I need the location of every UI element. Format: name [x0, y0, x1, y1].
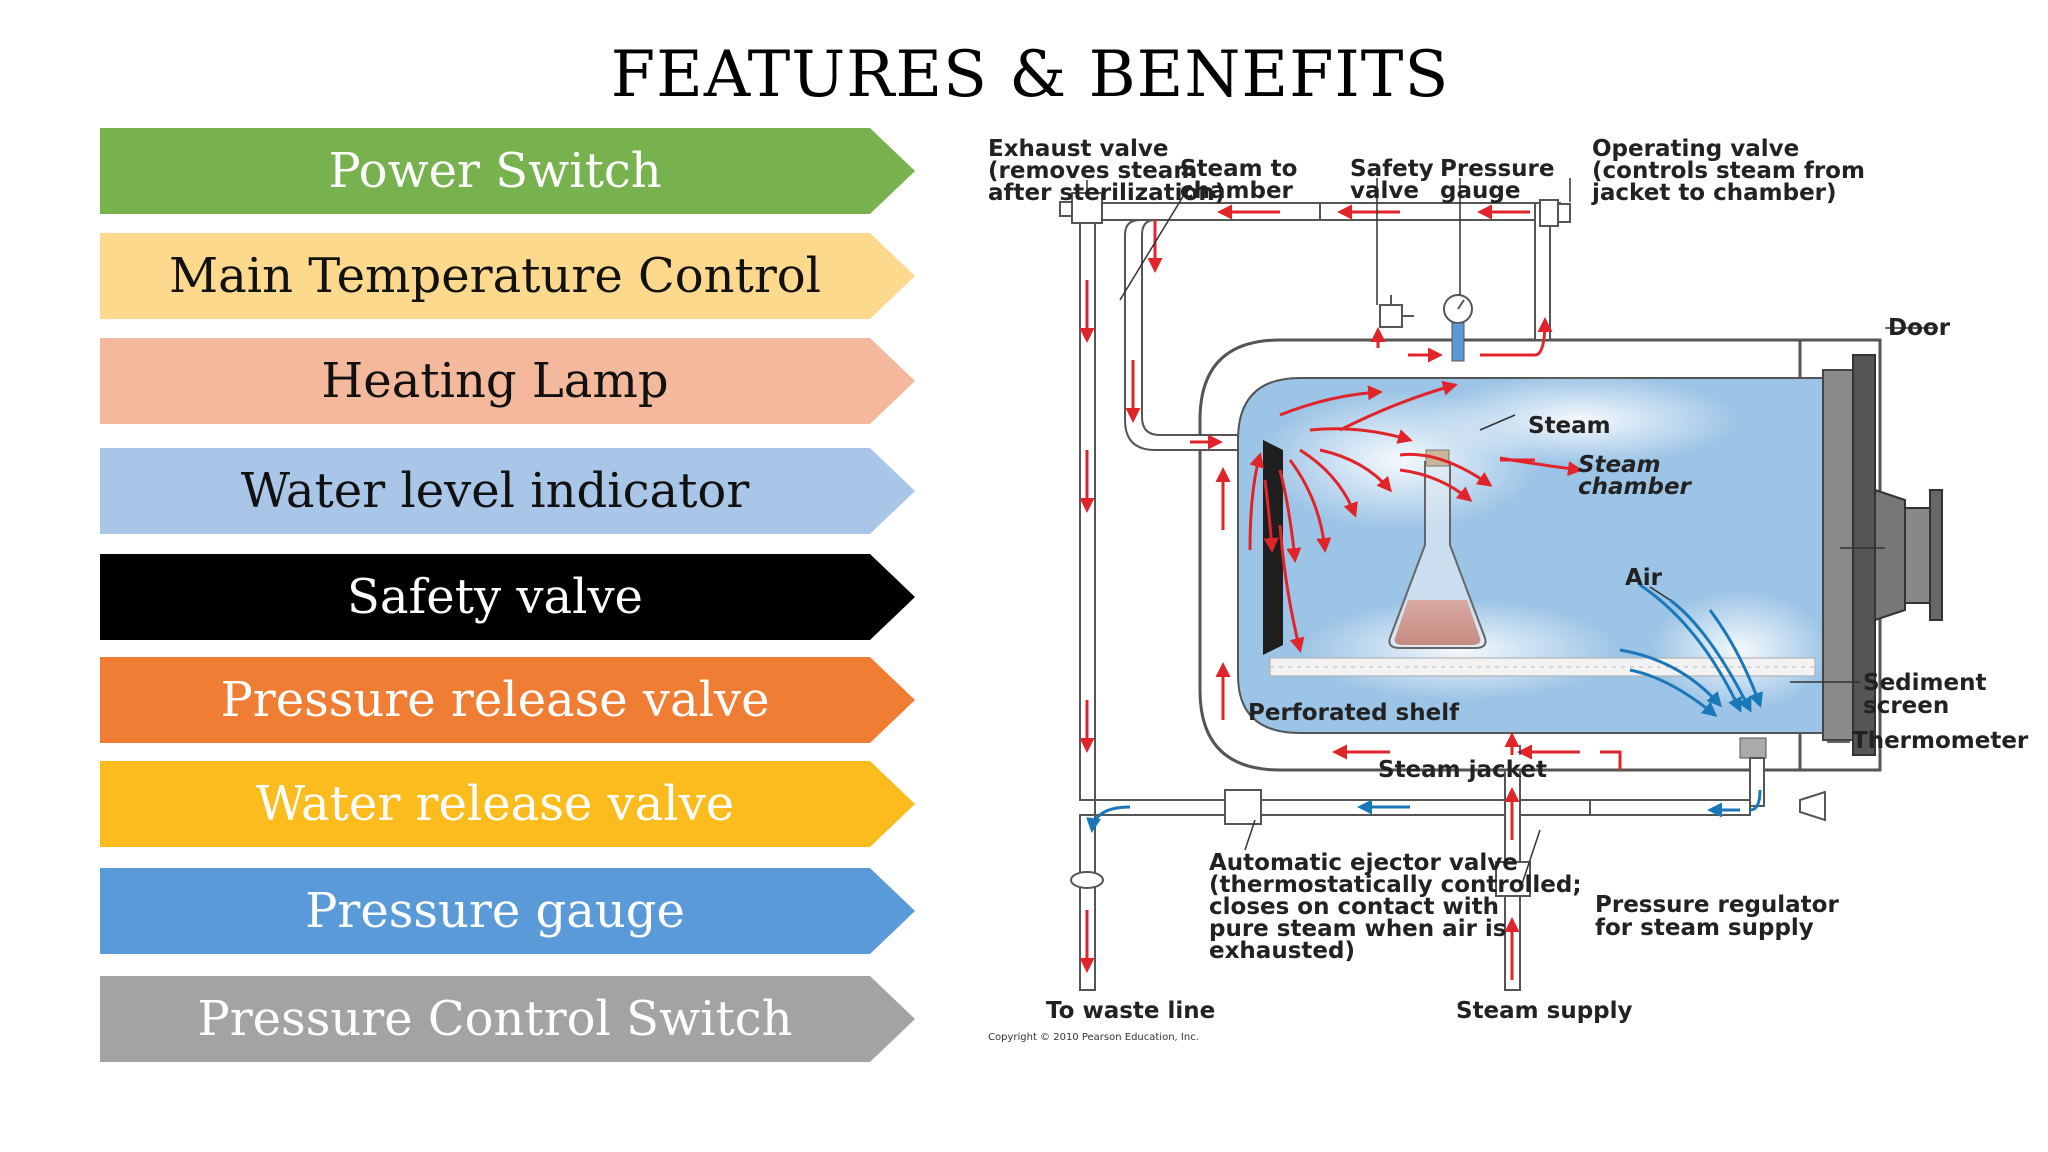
label-steam-jacket: Steam jacket — [1378, 757, 1547, 783]
label-steam: Steam — [1528, 413, 1611, 439]
label-air: Air — [1625, 565, 1663, 591]
waste-trap — [1070, 871, 1104, 889]
feature-arrow-shape — [100, 761, 915, 847]
operating-valve-handle — [1557, 203, 1571, 223]
door-wheel — [1929, 489, 1943, 621]
label-exhaust-valve-2: (removes steam — [988, 158, 1197, 184]
label-ejector-valve-4: pure steam when air is — [1209, 916, 1507, 942]
door — [1822, 369, 1854, 741]
label-pressure-gauge-1: Pressure — [1440, 156, 1555, 182]
thermometer-bulb — [1799, 790, 1826, 822]
feature-arrow-fill — [100, 128, 915, 214]
label-door: Door — [1888, 315, 1951, 341]
label-copyright: Copyright © 2010 Pearson Education, Inc. — [988, 1032, 1199, 1043]
feature-arrow-fill — [100, 554, 915, 640]
feature-label: Heating Lamp — [321, 353, 669, 409]
air-arrows — [1086, 583, 1763, 833]
label-ejector-valve-5: exhausted) — [1209, 938, 1355, 964]
label-pressure-regulator-1: Pressure regulator — [1595, 892, 1839, 918]
label-thermometer: Thermometer — [1852, 728, 2029, 754]
feature-arrow-shape — [100, 448, 915, 534]
flask-liquid — [1394, 600, 1481, 645]
label-steam-chamber-2: chamber — [1578, 474, 1693, 500]
steam-to-chamber-pipe — [1124, 219, 1239, 451]
label-ejector-valve-3: closes on contact with — [1209, 894, 1499, 920]
feature-safety-valve: Safety valve — [100, 554, 915, 640]
label-perforated-shelf: Perforated shelf — [1248, 700, 1460, 726]
feature-label: Pressure release valve — [220, 672, 770, 728]
feature-pressure-gauge: Pressure gauge — [100, 868, 915, 954]
ejector-valve-icon — [1224, 789, 1262, 825]
label-ejector-valve-2: (thermostatically controlled; — [1209, 872, 1582, 898]
feature-label: Power Switch — [328, 143, 662, 199]
feature-arrow-fill — [100, 761, 915, 847]
feature-arrow-shape — [100, 338, 915, 424]
autoclave-diagram-svg: Exhaust valve (removes steam after steri… — [988, 136, 2029, 1043]
label-steam-supply: Steam supply — [1456, 998, 1633, 1024]
feature-arrow-shape — [100, 868, 915, 954]
label-steam-to-chamber-1: Steam to — [1180, 156, 1297, 182]
feature-arrow-shape — [100, 128, 915, 214]
steam-cloud — [1420, 375, 1740, 465]
feature-label: Main Temperature Control — [168, 248, 822, 304]
feature-pressure-control-switch: Pressure Control Switch — [100, 976, 915, 1062]
label-exhaust-valve-3: after sterilization) — [988, 180, 1225, 206]
label-pressure-gauge-2: gauge — [1440, 178, 1520, 204]
label-pressure-regulator-2: for steam supply — [1595, 915, 1814, 941]
drain-pipe — [1079, 814, 1096, 991]
label-operating-valve-3: jacket to chamber) — [1591, 180, 1837, 206]
label-steam-to-chamber-2: chamber — [1180, 178, 1294, 204]
feature-arrow-shape — [100, 233, 915, 319]
safety-valve-icon — [1379, 304, 1403, 328]
label-safety-valve-1: Safety — [1350, 156, 1434, 182]
feature-arrow-fill — [100, 338, 915, 424]
steam-arrows — [1079, 204, 1622, 980]
feature-heating-lamp: Heating Lamp — [100, 338, 915, 424]
label-exhaust-valve-1: Exhaust valve — [988, 136, 1169, 162]
feature-arrow-fill — [100, 448, 915, 534]
feature-arrow-shape — [100, 976, 915, 1062]
operating-valve-icon — [1539, 199, 1559, 227]
feature-list: Power Switch Main Temperature Control He… — [100, 0, 920, 1152]
feature-label: Pressure gauge — [305, 883, 685, 939]
exhaust-valve-handle — [1059, 201, 1073, 217]
label-ejector-valve-1: Automatic ejector valve — [1209, 850, 1518, 876]
feature-arrow-shape — [100, 554, 915, 640]
feature-main-temperature-control: Main Temperature Control — [100, 233, 915, 319]
feature-arrow-fill — [100, 976, 915, 1062]
label-to-waste-line: To waste line — [1046, 998, 1215, 1024]
thermometer-icon — [1749, 757, 1765, 807]
label-operating-valve-1: Operating valve — [1592, 136, 1799, 162]
feature-water-level-indicator: Water level indicator — [100, 448, 915, 534]
feature-label: Water level indicator — [240, 463, 750, 519]
label-sediment-screen-2: screen — [1863, 693, 1949, 719]
feature-arrow-fill — [100, 868, 915, 954]
feature-pressure-release-valve: Pressure release valve — [100, 657, 915, 743]
bottom-pipe-right — [1589, 799, 1751, 816]
autoclave-diagram: Exhaust valve (removes steam after steri… — [980, 130, 2030, 1060]
label-steam-chamber-1: Steam — [1578, 452, 1661, 478]
feature-arrow-fill — [100, 657, 915, 743]
feature-label: Water release valve — [255, 776, 735, 832]
label-safety-valve-2: valve — [1350, 178, 1419, 204]
label-operating-valve-2: (controls steam from — [1592, 158, 1865, 184]
feature-arrow-shape — [100, 657, 915, 743]
feature-label: Safety valve — [347, 569, 643, 625]
feature-power-switch: Power Switch — [100, 128, 915, 214]
page-title: FEATURES & BENEFITS — [610, 38, 1450, 112]
pressure-gauge-stem — [1451, 322, 1465, 362]
sediment-screen-icon — [1739, 737, 1767, 759]
label-sediment-screen-1: Sediment — [1863, 670, 1986, 696]
feature-water-release-valve: Water release valve — [100, 761, 915, 847]
feature-arrow-fill — [100, 233, 915, 319]
door-hub — [1874, 488, 1906, 622]
feature-label: Pressure Control Switch — [197, 991, 793, 1047]
leader-lines — [1086, 178, 1938, 891]
